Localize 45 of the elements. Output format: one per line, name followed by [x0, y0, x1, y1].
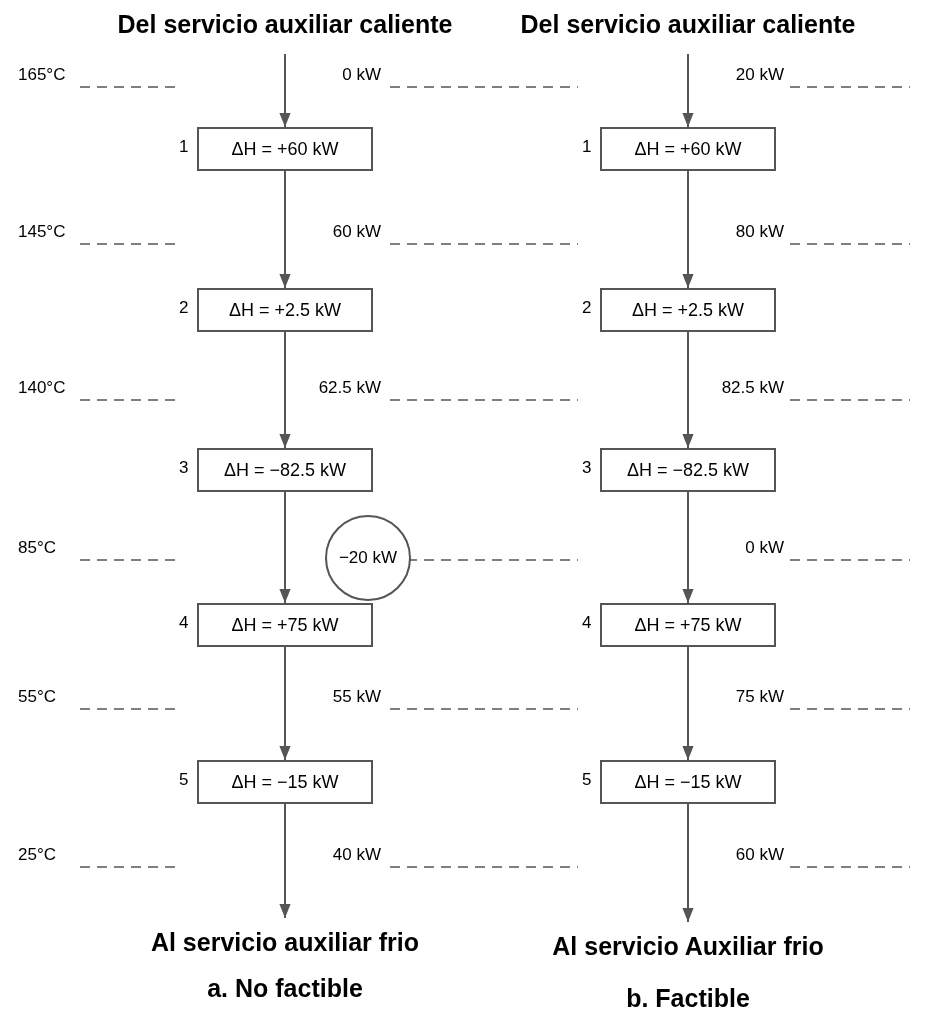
- arrow: [682, 491, 694, 604]
- arrow: [279, 803, 291, 919]
- box-number: 5: [582, 770, 592, 790]
- arrow: [279, 491, 291, 604]
- process-box: ΔH = +75 kW: [600, 603, 776, 647]
- box-number: 3: [179, 458, 189, 478]
- arrow: [682, 53, 694, 128]
- process-box: ΔH = +60 kW: [600, 127, 776, 171]
- arrow: [279, 646, 291, 761]
- box-number: 1: [179, 137, 189, 157]
- process-box: ΔH = +2.5 kW: [600, 288, 776, 332]
- arrow: [682, 331, 694, 449]
- temperature-label: 85°C: [18, 538, 56, 558]
- source-label: Del servicio auxiliar caliente: [488, 10, 888, 42]
- process-box: ΔH = −82.5 kW: [197, 448, 373, 492]
- box-number: 1: [582, 137, 592, 157]
- box-number: 3: [582, 458, 592, 478]
- arrow: [682, 170, 694, 289]
- arrow: [279, 331, 291, 449]
- process-box: ΔH = −15 kW: [600, 760, 776, 804]
- sink-label: Al servicio auxiliar frio: [85, 928, 485, 960]
- temperature-label: 25°C: [18, 845, 56, 865]
- caption: a. No factible: [206, 974, 364, 1003]
- box-number: 4: [582, 613, 592, 633]
- arrow: [682, 803, 694, 923]
- caption: b. Factible: [625, 984, 751, 1013]
- process-box: ΔH = −15 kW: [197, 760, 373, 804]
- process-box: ΔH = +75 kW: [197, 603, 373, 647]
- temperature-label: 140°C: [18, 378, 66, 398]
- arrow: [279, 170, 291, 289]
- process-box: ΔH = +2.5 kW: [197, 288, 373, 332]
- sink-label: Al servicio Auxiliar frio: [488, 932, 888, 964]
- box-number: 2: [582, 298, 592, 318]
- process-box: ΔH = −82.5 kW: [600, 448, 776, 492]
- circled-edge-label: −20 kW: [325, 515, 411, 601]
- box-number: 4: [179, 613, 189, 633]
- arrow: [279, 53, 291, 128]
- box-number: 2: [179, 298, 189, 318]
- temperature-label: 55°C: [18, 687, 56, 707]
- arrow: [682, 646, 694, 761]
- temperature-label: 165°C: [18, 65, 66, 85]
- box-number: 5: [179, 770, 189, 790]
- temperature-label: 145°C: [18, 222, 66, 242]
- process-box: ΔH = +60 kW: [197, 127, 373, 171]
- source-label: Del servicio auxiliar caliente: [85, 10, 485, 42]
